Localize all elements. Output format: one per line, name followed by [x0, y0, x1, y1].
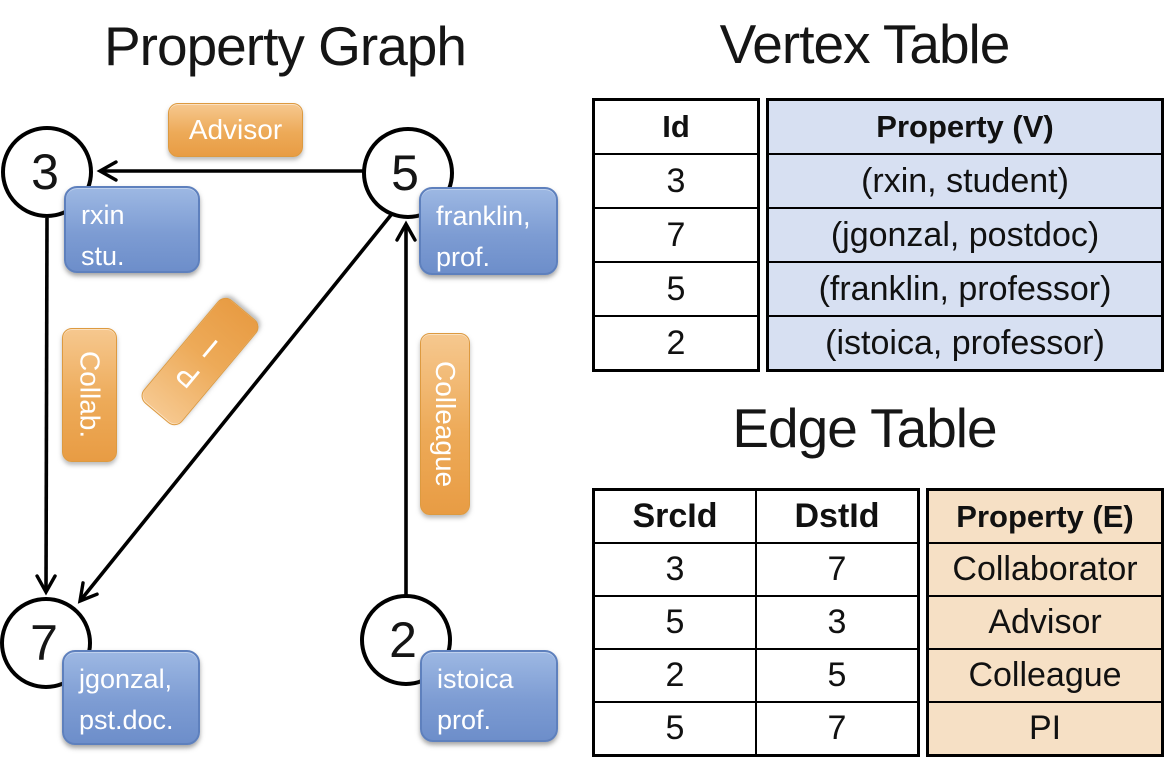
node-3-property-line2: stu.: [81, 240, 125, 271]
edge-src-dst-subtable: SrcId DstId 3 7 5 3 2 5 5 7: [592, 488, 920, 757]
vertex-property-cell: (rxin, student): [769, 153, 1161, 207]
node-3-number: 3: [31, 144, 59, 200]
edge-property-subtable: Property (E) Collaborator Advisor Collea…: [926, 488, 1164, 757]
edge-dst-cell: 3: [755, 597, 917, 648]
node-7-property-label: jgonzal, pst.doc.: [62, 650, 200, 745]
edge-src-cell: 5: [665, 709, 685, 747]
edge-table-row: 5 7: [595, 701, 917, 754]
node-7-number: 7: [30, 615, 58, 671]
node-2-number: 2: [389, 612, 417, 668]
edge-property-header: Property (E): [929, 491, 1161, 542]
edge-property-cell: PI: [929, 701, 1161, 754]
node-5-property-line1: franklin,: [436, 201, 531, 231]
edge-label-advisor: Advisor: [168, 103, 303, 157]
node-2-property-line1: istoica: [437, 664, 514, 694]
edge-table-row: 3 7: [595, 542, 917, 595]
edge-3-to-7: [35, 217, 57, 596]
vertex-id-cell: 2: [595, 315, 757, 369]
node-2-property-line2: prof.: [437, 704, 492, 735]
edge-property-cell: Colleague: [929, 648, 1161, 701]
vertex-property-cell: (franklin, professor): [769, 261, 1161, 315]
vertex-id-cell: 7: [595, 207, 757, 261]
edge-label-collab-text: Collab.: [74, 351, 106, 439]
node-7-property-line1: jgonzal,: [79, 664, 173, 694]
vertex-property-cell: (istoica, professor): [769, 315, 1161, 369]
vertex-property-cell: (jgonzal, postdoc): [769, 207, 1161, 261]
edge-table-row: 5 3: [595, 595, 917, 648]
edge-table-title: Edge Table: [732, 397, 997, 459]
node-2-property-label: istoica prof.: [420, 650, 558, 742]
node-5-property-line2: prof.: [436, 241, 491, 272]
node-5-number: 5: [391, 145, 419, 201]
edge-property-cell: Collaborator: [929, 542, 1161, 595]
edge-label-advisor-text: Advisor: [188, 114, 283, 145]
edge-table-header-row: SrcId DstId: [595, 491, 917, 542]
edge-dst-cell: 7: [755, 703, 917, 754]
edge-src-cell: 5: [665, 603, 685, 641]
edge-src-cell: 3: [665, 550, 685, 588]
property-graph-title: Property Graph: [103, 15, 467, 77]
edge-table: SrcId DstId 3 7 5 3 2 5 5 7 Property (E)…: [592, 488, 1164, 757]
edge-src-cell: 2: [665, 656, 685, 694]
node-3-property-line1: rxin: [81, 200, 125, 230]
edge-src-header: SrcId: [632, 497, 718, 535]
edge-label-colleague: Colleague: [420, 333, 470, 515]
vertex-property-subtable: Property (V) (rxin, student) (jgonzal, p…: [766, 98, 1164, 372]
vertex-id-cell: 5: [595, 261, 757, 315]
edge-dst-cell: 7: [755, 544, 917, 595]
edge-table-row: 2 5: [595, 648, 917, 701]
node-7-property-line2: pst.doc.: [79, 704, 174, 735]
edge-dst-header: DstId: [755, 491, 917, 542]
node-3-property-label: rxin stu.: [64, 186, 200, 273]
edge-label-colleague-text: Colleague: [430, 360, 461, 488]
vertex-id-subtable: Id 3 7 5 2: [592, 98, 760, 372]
edge-dst-cell: 5: [755, 650, 917, 701]
vertex-table: Id 3 7 5 2 Property (V) (rxin, student) …: [592, 98, 1164, 372]
vertex-table-title: Vertex Table: [719, 13, 1011, 75]
edge-label-collab: Collab.: [62, 328, 117, 462]
edge-5-to-7: [77, 208, 397, 604]
node-5-property-label: franklin, prof.: [419, 187, 558, 275]
vertex-property-header: Property (V): [769, 101, 1161, 153]
vertex-id-header: Id: [662, 109, 690, 144]
vertex-id-cell: 3: [595, 153, 757, 207]
edge-property-cell: Advisor: [929, 595, 1161, 648]
